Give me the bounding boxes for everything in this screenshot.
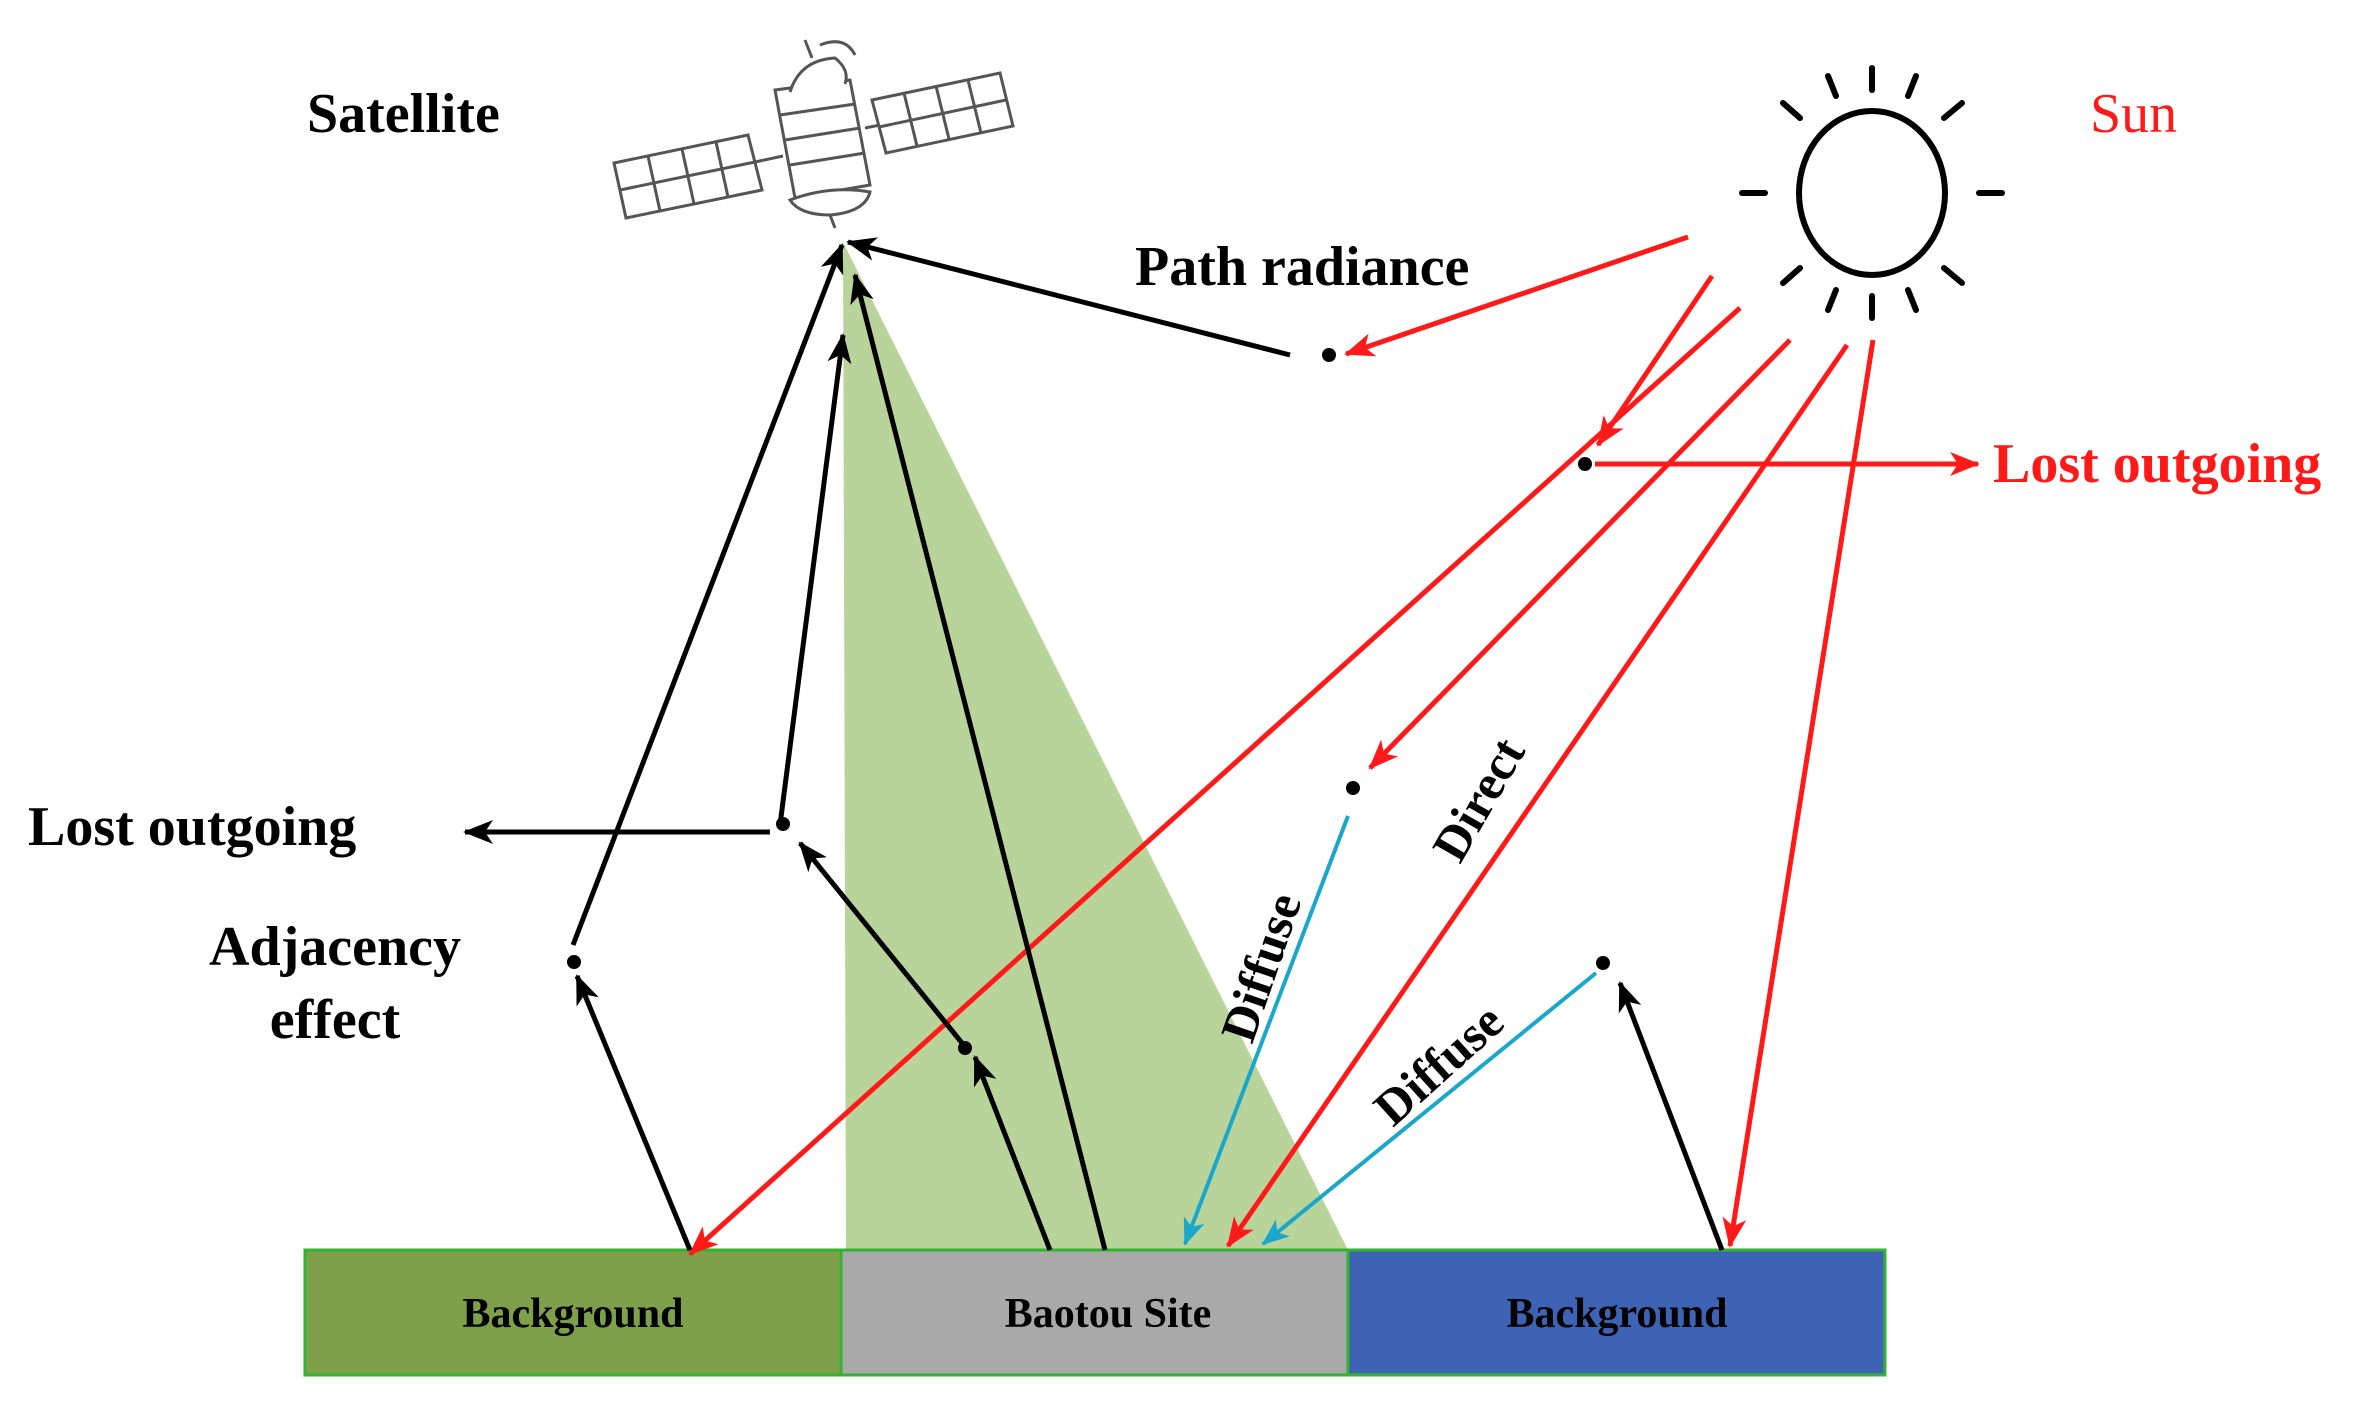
- site-to-satellite: [850, 273, 1108, 1251]
- background-right-box: [1346, 1248, 1887, 1377]
- diffuse-ray-1: [1183, 815, 1350, 1246]
- background-right-to-scatter: [1617, 981, 1725, 1251]
- lost-outgoing-left-label: Lost outgoing: [28, 796, 356, 858]
- ray-direct: [1225, 343, 1850, 1248]
- scatter-points: [567, 348, 1610, 1055]
- adjacency-ray-up: [570, 243, 845, 946]
- background-left-box: [303, 1248, 843, 1377]
- scatter-point-to-path: [798, 841, 964, 1045]
- adjacency-point: [567, 955, 581, 969]
- sensor-field-of-view: [843, 242, 1348, 1250]
- background-to-adjacency: [574, 974, 693, 1251]
- path-radiance-to-satellite: [846, 237, 1291, 358]
- scatter-path-up: [777, 333, 852, 826]
- ray-to-background-right: [1722, 339, 1876, 1248]
- ray-to-diffuse-point: [1368, 338, 1792, 770]
- lost-outgoing-point: [1578, 457, 1592, 471]
- diffuse-rays: [1183, 815, 1598, 1246]
- adjacency-effect-label-line1: Adjacency: [209, 916, 461, 978]
- solar-rays: [688, 234, 1980, 1256]
- sun-label: Sun: [2090, 83, 2177, 145]
- ground-surface: Background Baotou Site Background: [303, 1248, 1887, 1377]
- background-left-label: Background: [463, 1291, 684, 1337]
- baotou-site-label: Baotou Site: [1005, 1291, 1212, 1337]
- diffuse-ray-2: [1261, 971, 1598, 1246]
- satellite-icon: [612, 39, 1015, 229]
- direct-label: Direct: [1421, 728, 1536, 871]
- path-radiance-label: Path radiance: [1135, 236, 1469, 298]
- path-radiance-point: [1322, 348, 1336, 362]
- satellite-label: Satellite: [307, 83, 500, 145]
- lost-outgoing-right-label: Lost outgoing: [1993, 433, 2321, 495]
- sun-icon: [1739, 65, 2005, 321]
- reflected-rays: [463, 237, 1725, 1251]
- ray-to-path-radiance: [1344, 234, 1689, 357]
- diffuse-point-2: [1596, 956, 1610, 970]
- background-right-label: Background: [1507, 1291, 1728, 1337]
- ray-to-background-left: [688, 306, 1742, 1256]
- site-to-scatter-point: [972, 1055, 1053, 1251]
- adjacency-effect-label-line2: effect: [270, 989, 401, 1051]
- diffuse-point-1: [1346, 781, 1360, 795]
- diffuse-label-1: Diffuse: [1209, 886, 1312, 1049]
- baotou-site-box: [839, 1248, 1350, 1377]
- site-scatter-point: [958, 1041, 972, 1055]
- lost-outgoing-left-point: [776, 817, 790, 831]
